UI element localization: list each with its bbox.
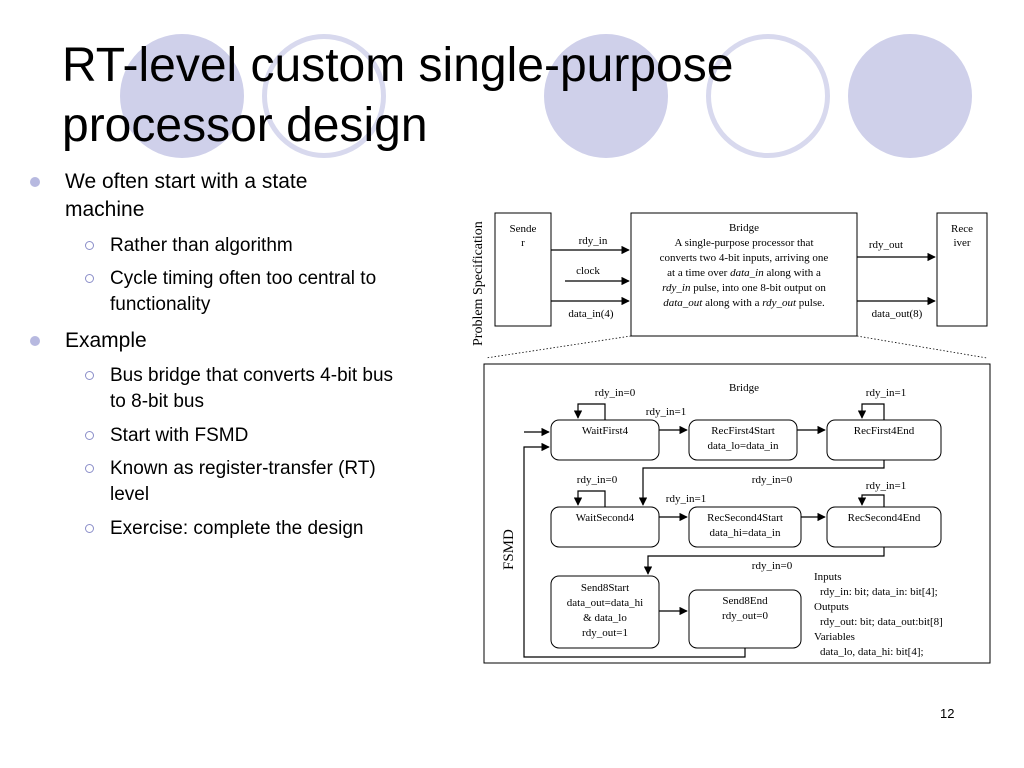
state-send8start-line1: Send8Start	[581, 582, 629, 594]
state-recfirst4start	[688, 419, 798, 461]
state-send8end-line1: Send8End	[722, 595, 768, 607]
sub-bullet-ring	[85, 274, 94, 283]
label-t4-loop: rdy_in=1	[866, 480, 906, 492]
slide-title-line2: processor design	[62, 99, 428, 152]
decorative-circle	[544, 34, 668, 158]
state-recsecond4start	[688, 506, 802, 548]
receiver-box	[936, 212, 988, 327]
bullet-dot	[30, 336, 40, 346]
transition-recsecond4end-send8start	[643, 547, 885, 575]
decl-inputs-detail: rdy_in: bit; data_in: bit[4];	[820, 586, 938, 598]
label-t3-loop: rdy_in=0	[577, 474, 618, 486]
state-recfirst4end-label: RecFirst4End	[854, 425, 915, 437]
zoom-line-left	[485, 335, 632, 359]
sub-bullet-ring	[85, 431, 94, 440]
bullet-dot	[30, 177, 40, 187]
transition-send8end-waitfirst4	[523, 442, 746, 658]
label-t4-go: rdy_in=0	[752, 560, 793, 572]
sub-bullet-ring	[85, 464, 94, 473]
bridge-box	[630, 212, 858, 337]
label-t1-go: rdy_in=1	[646, 406, 686, 418]
self-loop-recfirst4end	[857, 403, 885, 420]
sub-bullet-item: Known as register-transfer (RT)level	[110, 458, 376, 505]
sub-bullet-ring	[85, 371, 94, 380]
self-loop-waitfirst4	[573, 403, 606, 420]
state-recsecond4end-label: RecSecond4End	[848, 512, 921, 524]
sub-bullet-item: Rather than algorithm	[110, 235, 293, 256]
sender-label-line1: Sende	[510, 223, 537, 235]
rdy-in-label: rdy_in	[579, 235, 608, 247]
state-recsecond4start-line1: RecSecond4Start	[707, 512, 783, 524]
data-out-label: data_out(8)	[872, 308, 923, 320]
sub-bullet-item: Start with FSMD	[110, 425, 249, 446]
slide-title-line1: RT-level custom single-purpose	[62, 39, 734, 92]
decl-inputs: Inputs	[814, 571, 842, 583]
self-loop-waitsecond4	[573, 490, 606, 507]
decl-variables: Variables	[814, 631, 855, 643]
label-t2-go: rdy_in=0	[752, 474, 793, 486]
decorative-ring	[706, 34, 830, 158]
sub-bullet-item: Exercise: complete the design	[110, 518, 364, 539]
state-recfirst4start-line2: data_lo=data_in	[708, 440, 779, 452]
bridge-desc-line2: converts two 4-bit inputs, arriving one	[660, 252, 829, 264]
bridge-title: Bridge	[729, 222, 759, 234]
data-in-label: data_in(4)	[568, 308, 614, 320]
receiver-label-line2: iver	[953, 237, 970, 249]
sender-box	[494, 212, 552, 327]
state-send8start-line4: rdy_out=1	[582, 627, 628, 639]
bridge-desc-line4: rdy_in pulse, into one 8-bit output on	[662, 282, 826, 294]
zoom-line-right	[856, 335, 988, 359]
sub-bullet-ring	[85, 241, 94, 250]
transition-recfirst4end-waitsecond4	[638, 460, 885, 506]
sender-label-line2: r	[521, 237, 525, 249]
state-waitfirst4-label: WaitFirst4	[582, 425, 629, 437]
state-recsecond4start-line2: data_hi=data_in	[710, 527, 781, 539]
decorative-ring	[262, 34, 386, 158]
problem-spec-label: Problem Specification	[471, 221, 486, 346]
decl-variables-detail: data_lo, data_hi: bit[4];	[820, 646, 924, 658]
bridge-desc-line3: at a time over data_in along with a	[667, 267, 821, 279]
label-t3-go: rdy_in=1	[666, 493, 706, 505]
slide-title: RT-level custom single-purpose processor …	[62, 36, 862, 156]
state-waitsecond4-label: WaitSecond4	[576, 512, 635, 524]
sub-bullet-ring	[85, 524, 94, 533]
clock-label: clock	[576, 265, 600, 277]
state-recfirst4start-line1: RecFirst4Start	[711, 425, 775, 437]
self-loop-recsecond4end	[857, 494, 885, 507]
fsmd-title: Bridge	[729, 382, 759, 394]
rdy-out-label: rdy_out	[869, 239, 903, 251]
state-send8start	[550, 575, 660, 649]
state-send8start-line3: & data_lo	[583, 612, 627, 624]
state-send8end-line2: rdy_out=0	[722, 610, 768, 622]
decorative-circle	[848, 34, 972, 158]
decorative-circle	[120, 34, 244, 158]
label-t2-loop: rdy_in=1	[866, 387, 906, 399]
page-number: 12	[940, 706, 955, 721]
fsmd-label: FSMD	[501, 529, 517, 570]
bridge-desc-line1: A single-purpose processor that	[675, 237, 814, 249]
bridge-desc-line5: data_out along with a rdy_out pulse.	[663, 297, 825, 309]
receiver-label-line1: Rece	[951, 223, 973, 235]
decl-outputs: Outputs	[814, 601, 849, 613]
bullet-item: Example	[65, 329, 147, 352]
state-send8start-line2: data_out=data_hi	[567, 597, 643, 609]
decl-outputs-detail: rdy_out: bit; data_out:bit[8]	[820, 616, 943, 628]
label-t1-loop: rdy_in=0	[595, 387, 636, 399]
